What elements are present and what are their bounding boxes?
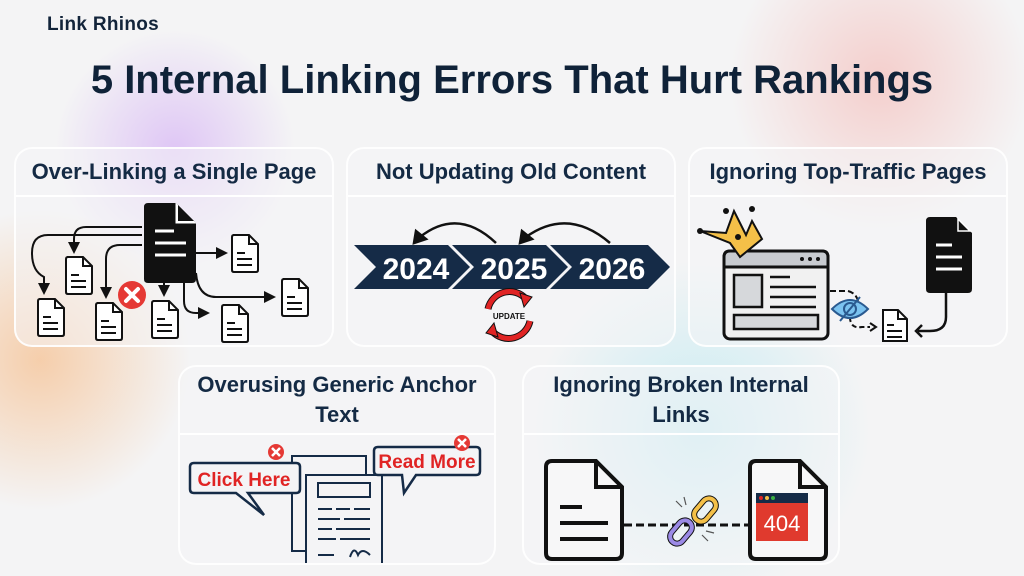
over-linking-illustration [30,203,309,343]
timeline-arrow-icon [354,245,670,289]
card-not-updating: Not Updating Old Content 2024 2025 2026 … [346,147,676,347]
year-2025: 2025 [481,253,548,286]
speech-bubble-icon: Click Here [188,461,302,516]
document-icon [544,459,624,561]
broken-link-icon [667,495,719,547]
error-x-icon [268,444,284,460]
page-title: 5 Internal Linking Errors That Hurt Rank… [90,58,934,102]
speech-bubble-icon: Read More [372,445,482,497]
error-page-icon: 404 [748,459,828,561]
card-title: Ignoring Top-Traffic Pages [690,149,1006,197]
card-top-traffic: Ignoring Top-Traffic Pages [688,147,1008,347]
error-x-icon [454,435,470,451]
card-broken-links: Ignoring Broken Internal Links 404 [522,365,840,565]
brand-logo: Link Rhinos [47,14,160,35]
svg-text:UPDATE: UPDATE [493,312,526,321]
card-generic-anchor: Overusing Generic Anchor Text Click Here… [178,365,496,565]
card-title: Not Updating Old Content [348,149,674,197]
arrow-icon [183,279,210,319]
click-here-label: Click Here [198,470,291,491]
card-title: Ignoring Broken Internal Links [524,367,838,435]
contract-document-icon [291,455,383,563]
crown-icon [697,206,764,259]
arrow-icon [30,234,142,295]
arrow-icon [195,272,276,303]
error-x-icon [118,281,146,309]
year-2024: 2024 [383,253,450,286]
timeline-illustration: 2024 2025 2026 UPDATE [354,222,670,342]
document-icon [882,309,908,342]
refresh-icon: UPDATE [484,288,534,342]
browser-window-icon [722,249,830,341]
card-over-linking: Over-Linking a Single Page [14,147,334,347]
anchor-text-illustration: Click Here Read More [188,435,482,563]
error-code: 404 [764,511,801,536]
card-title: Overusing Generic Anchor Text [180,367,494,435]
dark-document-icon [926,217,972,293]
year-2026: 2026 [579,253,646,286]
card-title: Over-Linking a Single Page [16,149,332,197]
hidden-eye-icon [830,296,870,322]
read-more-label: Read More [378,452,475,473]
top-traffic-illustration [697,206,972,342]
broken-link-illustration: 404 [544,459,828,561]
arrow-icon [68,226,142,254]
arrow-icon [100,244,142,299]
